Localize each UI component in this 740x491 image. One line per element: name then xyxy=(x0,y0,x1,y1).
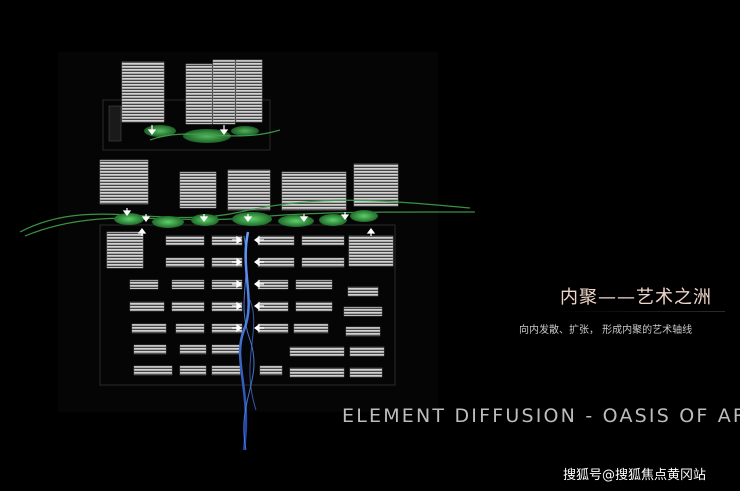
section-subheading: 向内发散、扩张， 形成内聚的艺术轴线 xyxy=(519,325,693,336)
blue-axis xyxy=(238,231,257,451)
flank-towers xyxy=(106,231,394,269)
flow-arrows xyxy=(122,125,376,333)
source-watermark: 搜狐号@搜狐焦点黄冈站 xyxy=(563,468,707,483)
north-towers xyxy=(108,59,263,142)
villa-grid xyxy=(129,235,385,378)
heading-divider xyxy=(555,311,725,312)
section-heading: 内聚——艺术之洲 xyxy=(560,287,712,308)
central-towers xyxy=(99,159,399,211)
english-title: ELEMENT DIFFUSION - OASIS OF ART xyxy=(342,405,740,427)
